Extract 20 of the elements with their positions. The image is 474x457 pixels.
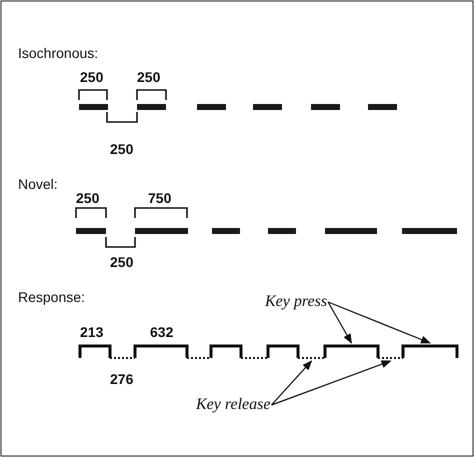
duration-label: 632	[150, 325, 174, 339]
duration-label: 250	[110, 142, 134, 156]
duration-label: 250	[110, 255, 134, 269]
leader-line	[271, 360, 312, 406]
callout-text: Key release	[196, 397, 270, 413]
duration-label: 250	[137, 70, 160, 84]
response-pulse	[402, 344, 458, 358]
callout-text: Key press	[265, 294, 328, 310]
duration-label: 276	[110, 372, 134, 386]
leader-line	[328, 302, 352, 344]
duration-label: 213	[80, 325, 104, 339]
leader-line	[271, 360, 392, 406]
section-title: Isochronous:	[18, 46, 98, 60]
duration-label: 250	[76, 191, 100, 205]
section-title: Novel:	[18, 177, 58, 191]
section-title: Response:	[18, 290, 85, 304]
duration-label: 750	[148, 191, 172, 205]
leader-line	[328, 301, 431, 344]
response-pulse	[324, 344, 380, 358]
duration-label: 250	[80, 70, 104, 84]
